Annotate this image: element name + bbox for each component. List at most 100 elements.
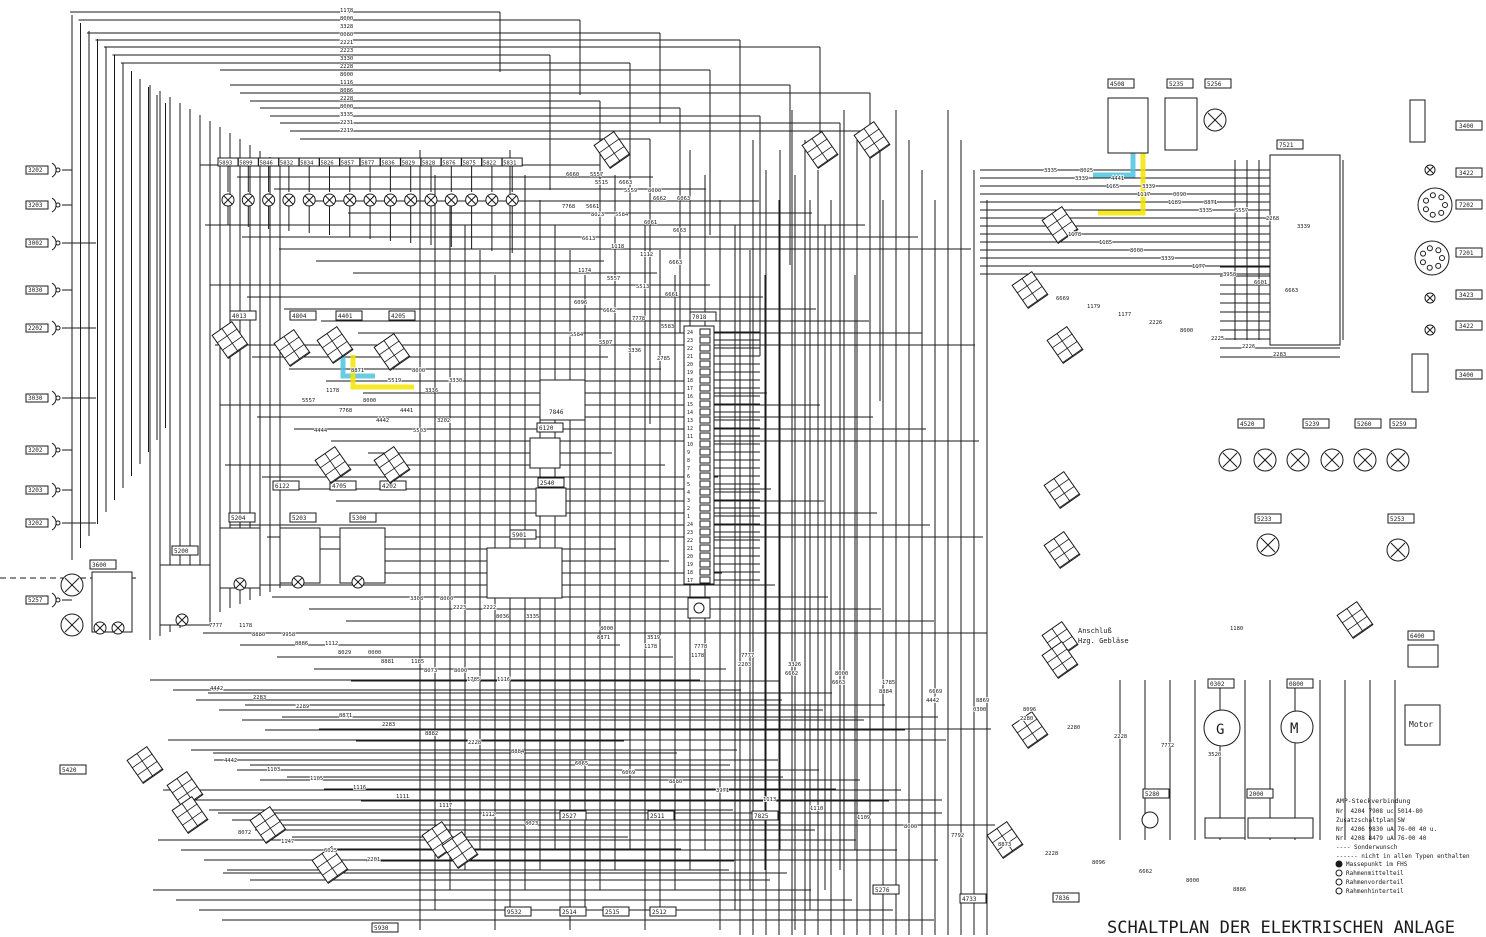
relay-divider bbox=[259, 813, 277, 837]
pin-number: 18 bbox=[687, 378, 693, 384]
component-label-box bbox=[1387, 513, 1415, 524]
wire-number: 8025 bbox=[1080, 168, 1093, 174]
wire-number: 6069 bbox=[622, 770, 635, 776]
component-label-box bbox=[349, 512, 377, 523]
relay bbox=[273, 328, 311, 368]
wire-number: 6061 bbox=[644, 220, 657, 226]
lamp-label: 5829 bbox=[402, 161, 415, 167]
relay bbox=[1043, 530, 1081, 570]
wire-number: 8880 bbox=[669, 779, 682, 785]
wire-number: 2280 bbox=[1020, 716, 1033, 722]
connector-pin bbox=[699, 568, 711, 576]
motor-box-label: Motor bbox=[1409, 720, 1433, 729]
module-box bbox=[529, 437, 561, 469]
lamp-cross bbox=[406, 195, 416, 205]
connector-label-box bbox=[1455, 120, 1483, 131]
wire-number: 4441 bbox=[1111, 176, 1124, 182]
component-label-box bbox=[647, 810, 675, 821]
wire-number: 3308 bbox=[410, 596, 423, 602]
component-label: 4202 bbox=[382, 483, 397, 490]
wire-number: 6025 bbox=[324, 848, 337, 854]
wire-number: 8072 bbox=[238, 830, 251, 836]
lamp-cross bbox=[386, 195, 395, 205]
wire-number: 7768 bbox=[562, 204, 575, 210]
component-label: 0302 bbox=[1210, 681, 1225, 688]
wire-number: 8000 bbox=[412, 368, 425, 374]
wire-number: 2226 bbox=[1149, 320, 1162, 326]
wire-number: 8000 bbox=[340, 16, 353, 22]
component-label-box bbox=[1302, 418, 1330, 429]
lamp-label: 5846 bbox=[260, 161, 273, 167]
relay bbox=[853, 120, 891, 160]
component-label: 2514 bbox=[562, 909, 577, 916]
lamp-cluster bbox=[1411, 353, 1429, 393]
wire-number: 8096 bbox=[1092, 860, 1105, 866]
wire-number: 8881 bbox=[381, 659, 394, 665]
component-label-box bbox=[751, 810, 779, 821]
wire-number: 8000 bbox=[1186, 878, 1199, 884]
wire-number: 2268 bbox=[1266, 216, 1279, 222]
connector-label: 3030 bbox=[28, 287, 43, 294]
legend-line: Zusatzschaltplan SW bbox=[1336, 817, 1405, 824]
component-label-box bbox=[1254, 513, 1282, 524]
connector-label-box bbox=[1455, 289, 1483, 300]
module-box bbox=[1204, 817, 1246, 839]
lamp-cross bbox=[1426, 294, 1434, 302]
wire-number: 1110 bbox=[810, 806, 823, 812]
wire-number: 6661 bbox=[665, 292, 678, 298]
wire-number: 2219 bbox=[340, 128, 353, 134]
connector-pin bbox=[699, 488, 711, 496]
component-label-box bbox=[689, 311, 717, 322]
component-label: 5256 bbox=[1207, 81, 1222, 88]
legend-line: ---- Sonderwunsch bbox=[1336, 844, 1398, 851]
pin-number: 20 bbox=[687, 362, 693, 368]
connector-label-box bbox=[25, 445, 49, 455]
component-label: 5300 bbox=[352, 515, 367, 522]
wire-number: 6065 bbox=[575, 761, 588, 767]
connector-label: 3002 bbox=[28, 240, 43, 247]
pin-number: 16 bbox=[687, 394, 693, 400]
relay-divider bbox=[1051, 213, 1069, 237]
lamp-cross bbox=[1357, 452, 1373, 468]
wire-number: 3335 bbox=[526, 614, 539, 620]
wire-number: 6669 bbox=[929, 689, 942, 695]
ground-symbol-icon bbox=[1335, 887, 1343, 895]
connector-pin bbox=[699, 400, 711, 408]
component-label: 5253 bbox=[1390, 516, 1405, 523]
wire-number: 1103 bbox=[267, 767, 280, 773]
legend-line: Nr. 4208 8479 uA 76-00 40 bbox=[1336, 835, 1427, 842]
connector-label-box bbox=[25, 323, 49, 333]
socket-pin bbox=[1423, 197, 1430, 204]
relay bbox=[1046, 325, 1084, 365]
wire-number: 2221 bbox=[340, 40, 353, 46]
lamp-cross bbox=[426, 195, 436, 205]
wire-number: 6613 bbox=[582, 236, 595, 242]
wire-number: 2289 bbox=[296, 704, 309, 710]
pin-number: 11 bbox=[687, 434, 693, 440]
wire-number: 2228 bbox=[468, 740, 481, 746]
component-label-box bbox=[1207, 678, 1235, 689]
lamp-label: 5832 bbox=[280, 161, 293, 167]
connector-pin bbox=[699, 376, 711, 384]
motor-box bbox=[1404, 704, 1441, 746]
wire-number: 1109 bbox=[857, 815, 870, 821]
legend-ground-label: Massepunkt im FHS bbox=[1346, 861, 1408, 868]
connector-pin bbox=[699, 456, 711, 464]
component-label-box bbox=[959, 893, 987, 904]
component-label-box bbox=[1407, 630, 1435, 641]
pin-number: 22 bbox=[687, 346, 693, 352]
relay bbox=[1041, 205, 1079, 245]
wire-number: 7778 bbox=[632, 316, 645, 322]
lamp-cross bbox=[467, 195, 476, 205]
component-label-box bbox=[559, 810, 587, 821]
wire-number: 6663 bbox=[669, 260, 682, 266]
module-7521 bbox=[1269, 154, 1341, 346]
components bbox=[25, 78, 1483, 933]
connector-label-box bbox=[25, 200, 49, 210]
wire-number: 2223 bbox=[340, 48, 353, 54]
connector-pin bbox=[699, 336, 711, 344]
component-label-box bbox=[228, 512, 256, 523]
wire-number: 2201 bbox=[367, 857, 380, 863]
module-box bbox=[486, 547, 563, 599]
pin-number: 17 bbox=[687, 578, 693, 584]
